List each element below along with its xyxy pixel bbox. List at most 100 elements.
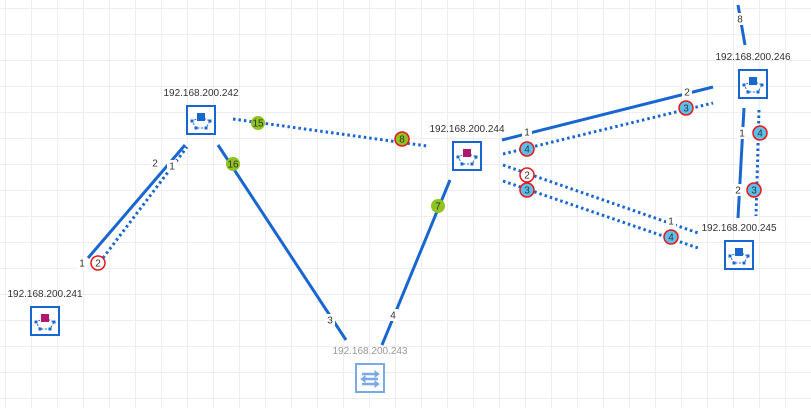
port-label: 15: [251, 116, 265, 130]
link-n242-n244[interactable]: 15 8: [232, 116, 428, 148]
ring-topology-icon: [728, 248, 750, 265]
node-ip-label: 192.168.200.244: [429, 124, 505, 135]
port-label-bg: [735, 13, 745, 25]
port-label: 1: [77, 257, 87, 270]
port-label-bg: [737, 127, 747, 139]
port-number: 2: [152, 159, 158, 170]
port-badge-white-red: [90, 255, 106, 271]
node-192.168.200.246[interactable]: 192.168.200.246: [715, 52, 791, 99]
port-number: 1: [524, 128, 530, 139]
node-192.168.200.245[interactable]: 192.168.200.245: [701, 223, 777, 270]
port-label-bg: [150, 157, 160, 169]
link-line-solid[interactable]: [216, 144, 348, 341]
node-192.168.200.242[interactable]: 192.168.200.242: [163, 88, 239, 135]
ring-topology-icon: [456, 149, 478, 166]
port-label: 3: [519, 182, 535, 198]
link-offscreen-n246[interactable]: 8: [735, 4, 747, 46]
port-badge-green: [251, 116, 265, 130]
port-badge-green-red: [394, 131, 410, 147]
ring-topology-icon: [742, 77, 764, 94]
node-192.168.200.244[interactable]: 192.168.200.244: [429, 124, 505, 171]
link-n241-n242[interactable]: 21: [90, 146, 189, 271]
node-ip-label: 192.168.200.245: [701, 223, 777, 234]
link-line-solid[interactable]: [736, 107, 746, 219]
port-number: 2: [684, 88, 690, 99]
link-n244-n243[interactable]: 74: [380, 179, 452, 346]
port-number: 3: [751, 186, 757, 197]
port-number: 3: [524, 186, 530, 197]
port-label: 1: [522, 126, 532, 139]
port-number: 4: [524, 145, 530, 156]
port-label: 1: [666, 215, 676, 228]
port-number: 1: [79, 259, 85, 270]
port-badge-blue-red: [752, 125, 768, 141]
link-n246-n245[interactable]: 12: [733, 107, 747, 219]
port-badge-green: [226, 157, 240, 171]
link-n244-n245[interactable]: 34: [502, 179, 699, 250]
port-number: 4: [390, 311, 396, 322]
port-label-bg: [388, 309, 398, 321]
switch-icon[interactable]: [355, 363, 385, 393]
port-label: 2: [150, 157, 160, 170]
port-badge-green: [431, 199, 445, 213]
link-n242-n243[interactable]: 16 3: [216, 144, 348, 341]
link-line-dotted[interactable]: [502, 163, 699, 235]
port-label: 1: [167, 160, 177, 173]
ring-topology-icon: [190, 113, 212, 130]
node-ip-label: 192.168.200.246: [715, 52, 791, 63]
core-node: [735, 248, 743, 256]
port-number: 8: [399, 135, 405, 146]
port-number: 4: [757, 129, 763, 140]
link-n244-n246[interactable]: 12: [501, 85, 714, 142]
port-label: 1: [737, 127, 747, 140]
port-badge-white-red: [519, 167, 535, 183]
port-label: 4: [663, 229, 679, 245]
port-label: 2: [682, 86, 692, 99]
port-number: 4: [668, 233, 674, 244]
link-n246-n245[interactable]: 43: [746, 109, 768, 217]
port-badge-blue-red: [519, 182, 535, 198]
port-label-bg: [167, 160, 177, 172]
port-label: 3: [746, 182, 762, 198]
node-ip-label: 192.168.200.242: [163, 88, 239, 99]
port-badge-blue-red: [678, 100, 694, 116]
port-number: 3: [683, 104, 689, 115]
port-label-bg: [682, 86, 692, 98]
port-number: 16: [227, 160, 239, 171]
port-badge-blue-red: [663, 229, 679, 245]
port-label-bg: [522, 126, 532, 138]
core-node: [197, 113, 205, 121]
port-label-bg: [666, 215, 676, 227]
core-node: [41, 314, 49, 322]
port-badge-blue-red: [519, 141, 535, 157]
node-192.168.200.241[interactable]: 192.168.200.241: [7, 289, 83, 336]
port-number: 7: [435, 202, 441, 213]
port-number: 1: [169, 162, 175, 173]
link-line-solid[interactable]: [501, 85, 714, 142]
arrows-icon: [360, 370, 380, 388]
port-label: 4: [388, 309, 398, 322]
core-node: [463, 149, 471, 157]
port-number: 2: [524, 171, 530, 182]
port-label: 8: [394, 131, 410, 147]
port-label: 4: [752, 125, 768, 141]
port-label: 16: [226, 157, 240, 171]
port-number: 15: [252, 119, 264, 130]
port-badge-blue-red: [746, 182, 762, 198]
link-n244-n245[interactable]: 21: [502, 163, 699, 235]
core-node: [749, 77, 757, 85]
node-ip-label: 192.168.200.241: [7, 289, 83, 300]
port-label-bg: [77, 257, 87, 269]
node-192.168.200.243[interactable]: 192.168.200.243: [332, 346, 408, 393]
port-label-bg: [325, 314, 335, 326]
link-n244-n246[interactable]: 43: [502, 100, 714, 157]
port-label: 3: [325, 314, 335, 327]
port-label: 3: [678, 100, 694, 116]
port-label: 8: [735, 13, 745, 26]
port-number: 1: [739, 129, 745, 140]
port-number: 2: [95, 259, 101, 270]
port-number: 8: [737, 15, 743, 26]
port-label: 2: [733, 184, 743, 197]
port-label: 2: [90, 255, 106, 271]
